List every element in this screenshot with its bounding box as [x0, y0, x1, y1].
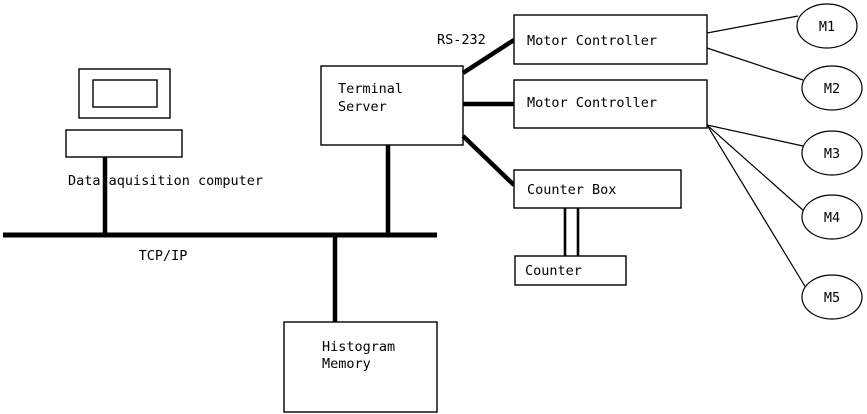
computer-base-icon [65, 129, 183, 158]
link-motor-controller-1-to-m2 [706, 47, 804, 81]
computer-label: Data aquisition computer [68, 173, 263, 189]
motor-m5-ellipse [801, 274, 863, 320]
motor-m4-label: M4 [824, 210, 840, 226]
motor-controller-2-box [513, 79, 708, 129]
motor-controller-2-node[interactable]: Motor Controller [513, 79, 708, 129]
link-motor-controller-2-to-m4 [706, 124, 805, 212]
motor-m2-node[interactable]: M2 [801, 65, 863, 111]
link-terminal-server-to-counter-box [461, 134, 516, 187]
counter-box-rect [513, 169, 682, 209]
motor-m3-ellipse [801, 130, 863, 176]
motor-m5-label: M5 [824, 290, 840, 306]
motor-m1-ellipse [796, 3, 858, 49]
counter-node[interactable]: Counter [514, 255, 627, 286]
motor-m3-node[interactable]: M3 [801, 130, 863, 176]
motor-m4-ellipse [801, 194, 863, 240]
motor-m4-node[interactable]: M4 [801, 194, 863, 240]
motor-m3-label: M3 [824, 146, 840, 162]
counter-box-node[interactable]: Counter Box [513, 169, 682, 209]
link-motor-controller-2-to-m5 [706, 124, 807, 289]
histogram-memory-label-line1: Histogram [322, 339, 395, 355]
link-terminal-server-to-motor-controller-1 [461, 38, 516, 75]
terminal-server-label-line1: Terminal [338, 81, 403, 97]
terminal-server-box [320, 65, 464, 146]
link-motor-controller-2-to-m3 [706, 124, 804, 147]
motor-m5-node[interactable]: M5 [801, 274, 863, 320]
monitor-screen-icon [92, 79, 158, 108]
rs232-label: RS-232 [437, 32, 486, 48]
data-acquisition-computer[interactable]: Data aquisition computer [65, 68, 263, 189]
motor-m2-label: M2 [824, 81, 840, 97]
motor-controller-1-box [513, 14, 708, 65]
counter-box-small-rect [514, 255, 627, 286]
motor-controller-1-label: Motor Controller [527, 33, 657, 49]
terminal-server-node[interactable]: Terminal Server [320, 65, 464, 146]
motor-m2-ellipse [801, 65, 863, 111]
counter-box-label: Counter Box [527, 182, 616, 198]
tcpip-label: TCP/IP [139, 248, 188, 264]
motor-m1-node[interactable]: M1 [796, 3, 858, 49]
motor-m1-label: M1 [819, 19, 835, 35]
terminal-server-label-line2: Server [338, 99, 387, 115]
histogram-memory-label-line2: Memory [322, 356, 371, 372]
counter-label: Counter [525, 263, 582, 279]
motor-controller-1-node[interactable]: Motor Controller [513, 14, 708, 65]
histogram-memory-node[interactable]: Histogram Memory [283, 321, 438, 413]
motor-controller-2-label: Motor Controller [527, 95, 657, 111]
histogram-memory-box [283, 321, 438, 413]
link-motor-controller-1-to-m1 [706, 15, 799, 34]
